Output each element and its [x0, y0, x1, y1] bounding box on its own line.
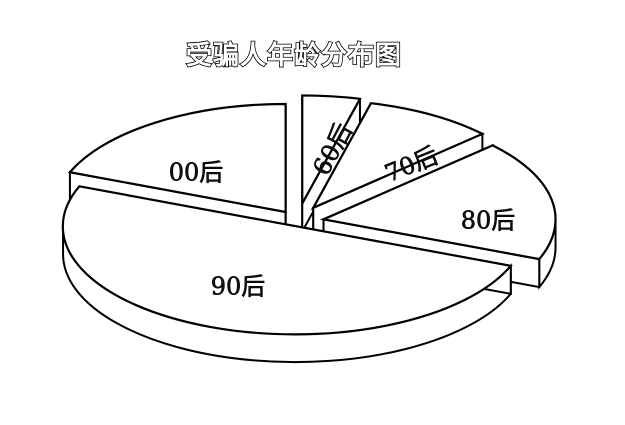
pie-slice-3	[61, 185, 513, 336]
pie-slice-2	[319, 144, 557, 261]
pie-slices	[61, 94, 557, 336]
pie-slice-1	[310, 102, 485, 211]
pie-slice-4	[67, 102, 287, 214]
chart-title: 受骗人年龄分布图	[186, 40, 402, 71]
slice-label: 80后	[461, 207, 516, 235]
pie-slice-0	[301, 94, 362, 204]
slice-label: 00后	[169, 159, 224, 187]
slice-label: 90后	[211, 273, 266, 301]
